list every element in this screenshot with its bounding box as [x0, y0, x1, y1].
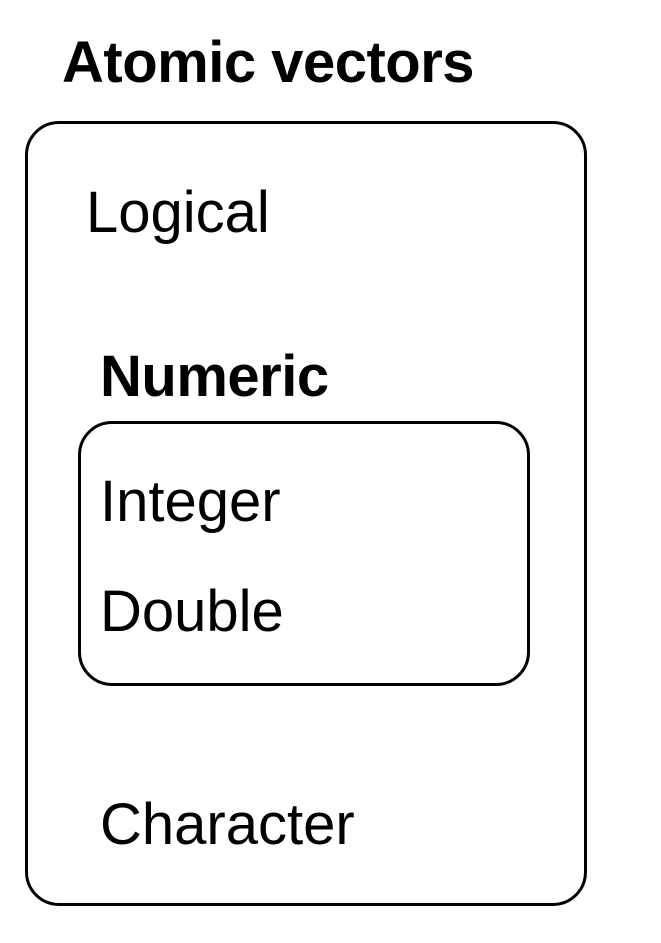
numeric-group-title: Numeric [100, 344, 329, 409]
logical-label: Logical [86, 180, 270, 245]
integer-label: Integer [100, 469, 281, 534]
diagram-title: Atomic vectors [62, 30, 475, 95]
atomic-vectors-container [25, 121, 587, 906]
character-label: Character [100, 792, 355, 857]
numeric-group-container [78, 421, 530, 686]
double-label: Double [100, 579, 284, 644]
